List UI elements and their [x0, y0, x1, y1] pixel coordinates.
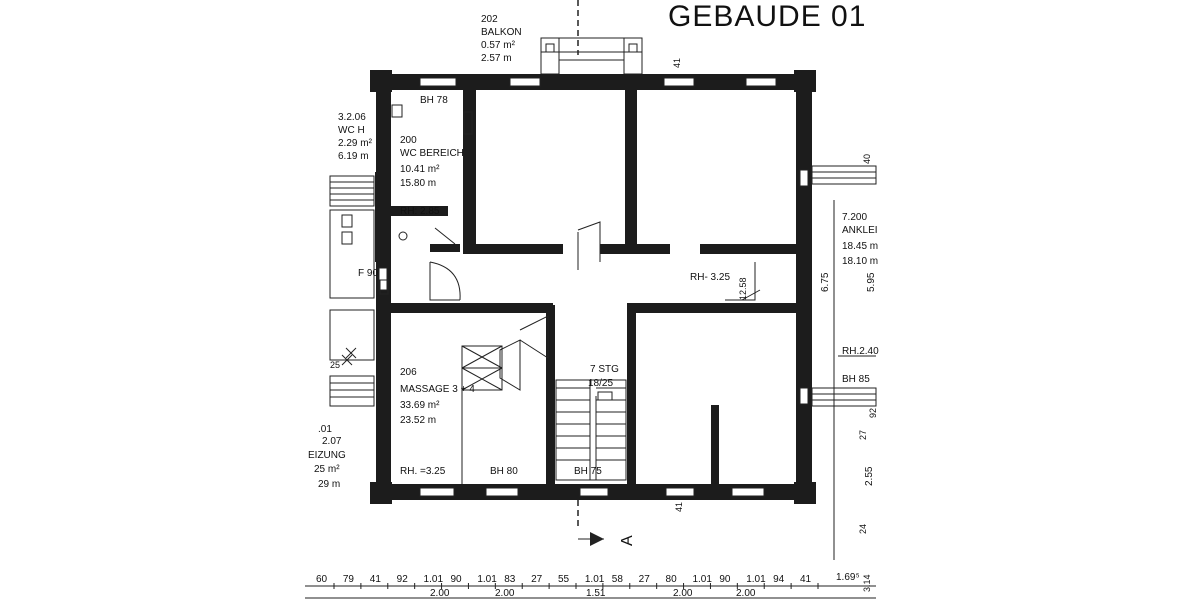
f90-label: F 90	[358, 268, 378, 279]
dimension-value: 1.01	[585, 574, 605, 585]
rh325-label: RH- 3.25	[690, 272, 730, 283]
dim-24: 24	[858, 524, 868, 534]
balcony	[540, 37, 643, 75]
massage-area: 33.69 m²	[400, 400, 440, 411]
dim-169: 1.69⁵	[836, 572, 860, 583]
dim-92: 92	[868, 408, 878, 418]
building-walls	[370, 70, 816, 504]
dim-27: 27	[858, 430, 868, 440]
windows	[378, 77, 809, 497]
dimension-value: 55	[558, 574, 570, 585]
wc-bereich-perimeter: 15.80 m	[400, 178, 436, 189]
dimension-lines	[305, 585, 876, 599]
dimension-value: 58	[612, 574, 624, 585]
heizung-extra: .01	[318, 424, 332, 435]
room-heizung-label: .01 2.07 EIZUNG 25 m² 29 m	[308, 424, 346, 490]
dim-1258: 12.58	[738, 277, 748, 300]
dimension-value: 1.51	[586, 588, 606, 599]
dim-25-left: 25	[330, 360, 340, 370]
dimension-value: 60	[316, 574, 328, 585]
dim-255: 2.55	[864, 466, 875, 486]
wc-h-number: 3.2.06	[338, 112, 366, 123]
section-label-a: A	[619, 535, 636, 546]
wc-h-perimeter: 6.19 m	[338, 151, 369, 162]
dimension-value: 27	[639, 574, 651, 585]
room-wc-h-label: 3.2.06 WC H 2.29 m² 6.19 m	[338, 112, 373, 162]
elevator-shafts	[461, 345, 503, 484]
balkon-name: BALKON	[481, 27, 522, 38]
building-title: GEBAUDE 01	[668, 0, 866, 33]
dimension-value: 2.00	[430, 588, 450, 599]
dimension-value: 41	[370, 574, 382, 585]
dimension-row-top: 60 79 41 92 1.01 90 1.01 83 27 55 1.01 58 27 80 1.01 90…	[316, 574, 819, 589]
dimension-row-bottom: 2.00 2.00 1.51 2.00 2.00	[430, 588, 756, 599]
dim-41-top: 41	[672, 58, 682, 68]
right-annex	[811, 165, 877, 560]
dimension-value: 2.00	[736, 588, 756, 599]
dim-675: 6.75	[820, 272, 831, 292]
room-massage-label: 206 MASSAGE 3 + 4 33.69 m² 23.52 m RH. =…	[400, 367, 518, 477]
balkon-number: 202	[481, 14, 498, 25]
dim-41-bottom: 41	[674, 502, 684, 512]
wc-bereich-rh: RH: 2.85	[400, 206, 440, 217]
sanitary-fixtures	[341, 104, 473, 295]
dimension-value: 80	[666, 574, 678, 585]
dimension-value: 27	[531, 574, 543, 585]
staircase	[555, 379, 627, 481]
wc-bereich-number: 200	[400, 135, 417, 146]
bh75-label: BH 75	[574, 466, 602, 477]
bh78-label: BH 78	[420, 95, 448, 106]
dimension-value: 2.00	[673, 588, 693, 599]
heizung-area: 25 m²	[314, 464, 340, 475]
wc-bereich-name: WC BEREICH	[400, 148, 464, 159]
massage-bh: BH 80	[490, 466, 518, 477]
heizung-perimeter: 29 m	[318, 479, 340, 490]
ankleide-perimeter: 18.10 m	[842, 256, 878, 267]
dimension-value: 1.01	[477, 574, 497, 585]
dimension-value: 90	[450, 574, 462, 585]
room-wc-bereich-label: 200 WC BEREICH 10.41 m² 15.80 m RH: 2.85	[400, 135, 464, 217]
room-balkon-label: 202 BALKON 0.57 m² 2.57 m	[481, 14, 522, 64]
ankleide-name: ANKLEI	[842, 225, 878, 236]
wc-bereich-area: 10.41 m²	[400, 164, 440, 175]
bh-right-label: BH 85	[842, 374, 870, 385]
massage-rh: RH. =3.25	[400, 466, 446, 477]
dimension-value: 1.01	[692, 574, 712, 585]
ankleide-area: 18.45 m	[842, 241, 878, 252]
wc-h-name: WC H	[338, 125, 365, 136]
stairs-ratio: 18/25	[588, 378, 613, 389]
massage-perimeter: 23.52 m	[400, 415, 436, 426]
rh240-label: RH.2.40	[842, 346, 879, 357]
dimension-value: 79	[343, 574, 355, 585]
dim-40: 40	[862, 154, 872, 164]
dim-595: 5.95	[866, 272, 877, 292]
dimension-value: 1.01	[424, 574, 444, 585]
left-annex	[329, 175, 375, 407]
heizung-number: 2.07	[322, 436, 342, 447]
dimension-value: 90	[719, 574, 731, 585]
ankleide-number: 7.200	[842, 212, 867, 223]
room-ankleide-label: 7.200 ANKLEI 18.45 m 18.10 m	[842, 212, 878, 267]
massage-name: MASSAGE 3 + 4	[400, 384, 475, 395]
wc-h-area: 2.29 m²	[338, 138, 373, 149]
section-marker: A	[577, 500, 636, 546]
dimension-value: 2.00	[495, 588, 515, 599]
dimension-value: 92	[397, 574, 409, 585]
dim-314: 3.14	[862, 574, 872, 592]
stairs-count: 7 STG	[590, 364, 619, 375]
dimension-value: 1.01	[746, 574, 766, 585]
dimension-value: 94	[773, 574, 785, 585]
balkon-area: 0.57 m²	[481, 40, 516, 51]
dimension-value: 41	[800, 574, 812, 585]
massage-number: 206	[400, 367, 417, 378]
balkon-perimeter: 2.57 m	[481, 53, 512, 64]
dimension-value: 83	[504, 574, 516, 585]
heizung-name: EIZUNG	[308, 450, 346, 461]
doors	[429, 221, 761, 391]
